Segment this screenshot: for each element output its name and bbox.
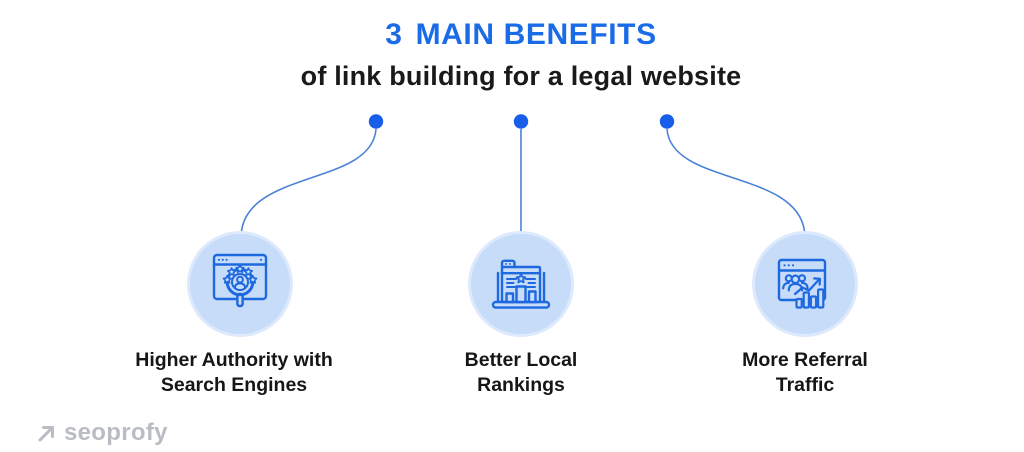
northeast-arrow-icon xyxy=(38,425,54,441)
benefit-bubble-referral-traffic xyxy=(752,231,858,337)
connector-dot-left xyxy=(368,114,384,129)
page-subtitle: of link building for a legal website xyxy=(300,61,742,91)
search-authority-icon xyxy=(212,253,268,308)
benefit-bubble-local-rankings xyxy=(468,231,574,337)
connector-dot-middle xyxy=(513,114,529,129)
title-number: 3 xyxy=(385,18,403,51)
benefit-label-authority: Higher Authority with Search Engines xyxy=(135,349,333,396)
connector-curve-left xyxy=(240,128,377,232)
benefit-label-local-rankings: Better Local Rankings xyxy=(464,349,578,396)
title-text: MAIN BENEFITS xyxy=(415,18,657,51)
connector-curve-right xyxy=(666,128,806,232)
referral-traffic-icon xyxy=(777,258,827,309)
page-title: 3 MAIN BENEFITS xyxy=(385,18,656,52)
local-rankings-icon xyxy=(491,259,551,309)
logo-text: seoprofy xyxy=(64,419,168,446)
benefit-bubble-authority xyxy=(187,231,293,337)
benefit-label-referral-traffic: More Referral Traffic xyxy=(742,349,868,396)
connector-dot-right xyxy=(659,114,675,129)
seoprofy-logo: seoprofy xyxy=(36,419,168,447)
